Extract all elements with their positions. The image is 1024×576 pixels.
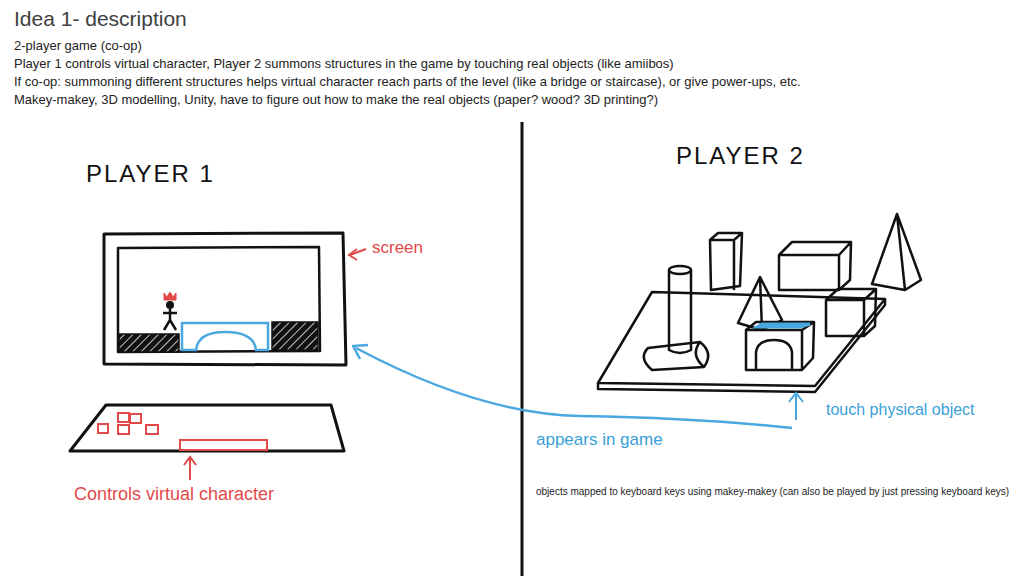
- key: [98, 424, 108, 433]
- touched-highlight: [757, 324, 810, 327]
- keys: [98, 413, 267, 450]
- sketch-label: PLAYER 2: [676, 142, 805, 171]
- note-text: 2-player game (co-op): [14, 38, 142, 54]
- page-title: Idea 1- description: [14, 6, 187, 31]
- divider-line: [521, 122, 524, 576]
- ground-block: [272, 322, 318, 350]
- crown: [164, 292, 176, 300]
- note-text: objects mapped to keyboard keys using ma…: [536, 486, 1016, 498]
- arch-object: [746, 322, 814, 370]
- sketch-label: appears in game: [536, 430, 663, 450]
- note-text: Player 1 controls virtual character, Pla…: [14, 56, 674, 72]
- key: [146, 425, 158, 434]
- virtual-bridge: [182, 323, 268, 350]
- sketch-label: Controls virtual character: [74, 484, 274, 506]
- pointer-arrow: [184, 457, 196, 480]
- lying-cylinder: [644, 342, 708, 370]
- long-box: [779, 242, 851, 290]
- cylinder: [669, 270, 691, 353]
- monitor-screen: [118, 247, 320, 352]
- monitor-frame: [104, 233, 346, 365]
- pyramid: [872, 214, 921, 290]
- key: [118, 425, 129, 434]
- key: [118, 413, 129, 422]
- spacebar: [180, 440, 267, 450]
- sketch-label: PLAYER 1: [86, 160, 215, 189]
- object-board: [598, 214, 921, 392]
- cylinder-top: [669, 266, 691, 274]
- link-curve: [356, 348, 792, 428]
- link-arrowhead: [353, 345, 368, 359]
- note-text: If co-op: summoning different structures…: [14, 74, 801, 90]
- note-text: Makey-makey, 3D modelling, Unity, have t…: [14, 92, 658, 108]
- pointer-head: [349, 249, 357, 260]
- tall-box: [710, 233, 742, 290]
- sketch-label: touch physical object: [826, 400, 975, 419]
- keyboard: [70, 405, 344, 451]
- ground-block: [119, 334, 179, 352]
- board: [598, 292, 885, 386]
- cube: [826, 289, 876, 336]
- sketch-label: screen: [372, 238, 423, 258]
- touch-arrow: [789, 393, 803, 420]
- head: [166, 301, 174, 309]
- monitor: [104, 233, 346, 365]
- key: [130, 414, 141, 423]
- body: [163, 309, 177, 330]
- stick-figure: [163, 292, 177, 330]
